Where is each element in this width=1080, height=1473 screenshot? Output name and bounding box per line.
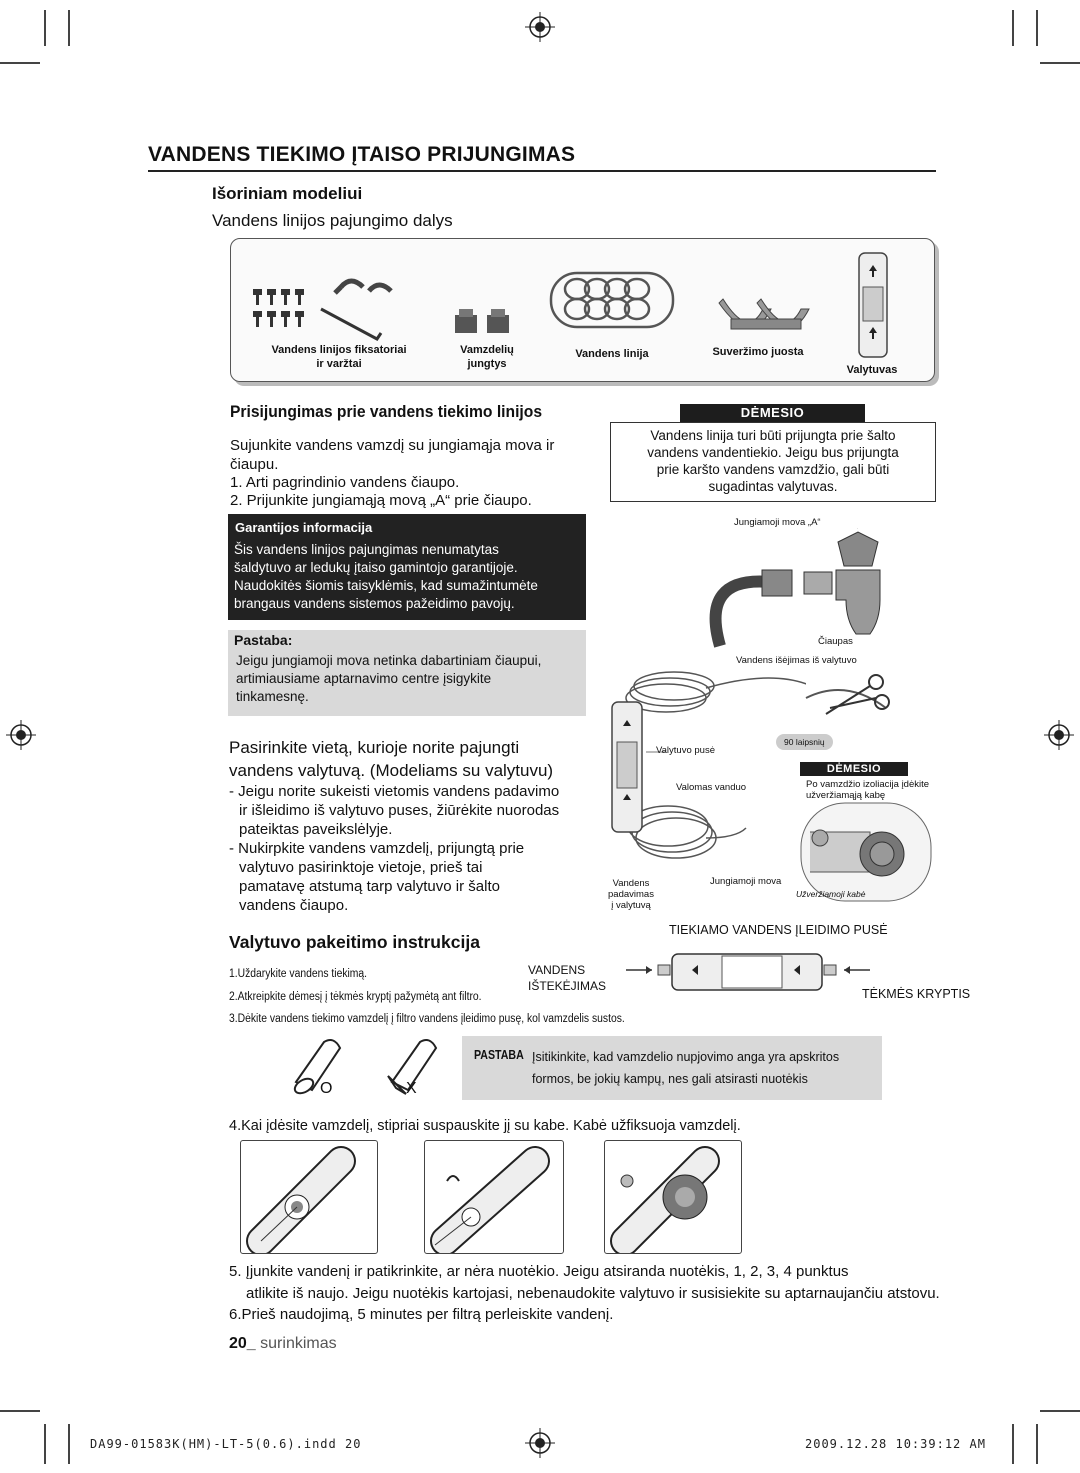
section-subheading: Vandens linijos pajungimo dalys (212, 211, 453, 230)
replace-heading: Valytuvo pakeitimo instrukcija (229, 932, 480, 952)
connect-intro: Sujunkite vandens vamzdį su jungiamąja m… (230, 437, 555, 473)
clip-label: Užveržiamoji kabė (796, 889, 866, 899)
scissors-icon (805, 674, 890, 715)
crop-mark (1036, 1424, 1038, 1464)
page-title: VANDENS TIEKIMO ĮTAISO PRIJUNGIMAS (148, 143, 576, 166)
parts-label-water-line: Vandens linija (575, 348, 649, 360)
crop-mark (1040, 1410, 1080, 1412)
crop-mark (1040, 62, 1080, 64)
registration-mark-icon (1044, 720, 1074, 750)
crop-mark (1012, 10, 1014, 46)
step4-panel-3 (604, 1140, 742, 1256)
flow-label: TĖKMĖS KRYPTIS (862, 987, 971, 1001)
tube-incorrect-icon (387, 1039, 438, 1095)
purified-label: Valomas vanduo (676, 782, 747, 793)
screws-icon (253, 278, 393, 341)
crop-mark (0, 62, 40, 64)
filter-place-line1: Pasirinkite vietą, kurioje norite pajung… (229, 738, 520, 757)
attention-box: Vandens linija turi būti prijungta prie … (610, 422, 936, 502)
connect-step-2: 2. Prijunkite jungiamąją movą „A“ prie č… (230, 492, 532, 509)
file-info: DA99-01583K(HM)-LT-5(0.6).indd 20 (90, 1437, 362, 1451)
filter-icon (858, 252, 888, 358)
replace-step-5-line2: atlikite iš naujo. Jeigu nuotėkis kartoj… (246, 1285, 940, 1302)
page-footer: 20_ surinkimas (229, 1335, 337, 1353)
note-text: Jeigu jungiamoji mova netinka dabartinia… (236, 653, 542, 704)
filter-place-bullets: - Jeigu norite sukeisti vietomis vandens… (229, 783, 560, 914)
registration-mark-icon (6, 720, 36, 750)
note-title: Pastaba: (234, 632, 293, 648)
filter-coil-diagram (611, 671, 806, 859)
page-section: surinkimas (260, 1335, 337, 1352)
title-rule (148, 170, 936, 172)
degrees-label: 90 laipsnių (776, 734, 833, 750)
filter-flow-diagram (626, 953, 870, 991)
crop-mark (68, 10, 70, 46)
coupling-label: Jungiamoji mova (710, 876, 782, 887)
replace-note-text: Įsitikinkite, kad vamzdelio nupjovimo an… (532, 1050, 840, 1086)
warranty-title: Garantijos informacija (235, 520, 373, 535)
replace-note-tag: PASTABA (474, 1048, 524, 1062)
tube-correct-icon (293, 1039, 342, 1095)
replace-step-3: 3.Dėkite vandens tiekimo vamzdelį į filt… (229, 1013, 625, 1025)
clip-illustration (800, 802, 932, 902)
connect-step-1: 1. Arti pagrindinio vandens čiaupo. (230, 474, 460, 491)
print-date: 2009.12.28 10:39:12 AM (805, 1437, 986, 1451)
tap-label: Čiaupas (818, 636, 853, 647)
replace-step-5-line1: 5. Įjunkite vandenį ir patikrinkite, ar … (229, 1263, 849, 1280)
attention-title: DĖMESIO (680, 404, 865, 422)
step4-panel-1 (240, 1140, 378, 1256)
warranty-box: Garantijos informacija Šis vandens linij… (228, 514, 586, 620)
warranty-text: Šis vandens linijos pajungimas nenumatyt… (234, 542, 538, 611)
crop-mark (1012, 1424, 1014, 1464)
outlet-label: Vandens išėjimas iš valytuvo (736, 655, 857, 666)
registration-mark-icon (525, 1428, 555, 1458)
parts-label-filter: Valytuvas (846, 364, 898, 376)
inlet-label: TIEKIAMO VANDENS ĮLEIDIMO PUSĖ (669, 923, 888, 937)
correct-mark: O (320, 1080, 333, 1097)
replace-step-2: 2.Atkreipkite dėmesį į tėkmės kryptį paž… (229, 991, 482, 1003)
coupling-a-label: Jungiamoji mova „A“ (734, 517, 821, 528)
section-heading: Išoriniam modeliui (212, 184, 363, 203)
page-number: 20_ (229, 1335, 256, 1352)
note-box: Pastaba: Jeigu jungiamoji mova netinka d… (228, 630, 586, 716)
crop-mark (1036, 10, 1038, 46)
replace-step-6: 6.Prieš naudojimą, 5 minutes per filtrą … (229, 1306, 614, 1323)
water-line-coil-icon (549, 271, 675, 329)
parts-label-clamp: Suveržimo juosta (712, 346, 804, 358)
fittings-icon (455, 309, 509, 333)
crop-mark (44, 1424, 46, 1464)
replace-step-1: 1.Uždarykite vandens tiekimą. (229, 968, 368, 980)
step4-panel-2 (424, 1140, 564, 1256)
faucet-illustration (709, 528, 881, 648)
crop-mark (68, 1424, 70, 1464)
replace-note-box: PASTABA Įsitikinkite, kad vamzdelio nupj… (462, 1036, 882, 1100)
incorrect-mark: X (406, 1080, 417, 1097)
replace-step-4: 4.Kai įdėsite vamzdelį, stipriai suspaus… (229, 1118, 741, 1134)
connect-heading: Prisijungimas prie vandens tiekimo linij… (230, 402, 543, 421)
filter-side-label: Valytuvo pusė (656, 745, 715, 756)
crop-mark (44, 10, 46, 46)
attention2-title: DĖMESIO (800, 762, 908, 776)
clamp-icon (718, 298, 810, 330)
crop-mark (0, 1410, 40, 1412)
filter-place-line2: vandens valytuvą. (Modeliams su valytuvu… (229, 761, 554, 780)
registration-mark-icon (525, 12, 555, 42)
